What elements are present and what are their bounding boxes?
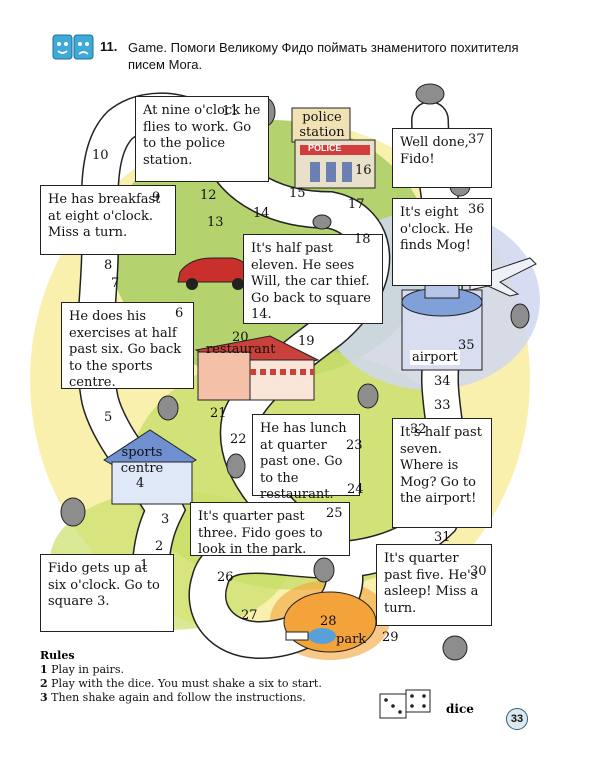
restaurant-label: restaurant <box>206 342 276 357</box>
square-27: 27 <box>241 608 258 623</box>
square-5: 5 <box>104 410 113 425</box>
sports-centre-label: sports centre <box>120 445 164 476</box>
square-28: 28 <box>320 614 337 629</box>
card-30: It's quarter past five. He's asleep! Mis… <box>376 544 492 626</box>
square-26: 26 <box>217 570 234 585</box>
square-31: 31 <box>434 530 451 545</box>
square-22: 22 <box>230 432 247 447</box>
card-1-number: 1 <box>140 558 149 573</box>
square-34: 34 <box>434 374 451 389</box>
card-25: It's quarter past three. Fido goes to lo… <box>190 502 350 557</box>
square-13: 13 <box>207 215 224 230</box>
card-18: It's half past eleven. He sees Will, the… <box>243 234 383 324</box>
square-20: 20 <box>232 330 249 345</box>
card-11-number: 11 <box>222 104 239 119</box>
card-23: He has lunch at quarter past one. Go to … <box>252 414 360 502</box>
card-9: He has breakfast at eight o'clock. Miss … <box>40 185 176 255</box>
square-14: 14 <box>253 206 270 221</box>
theatre-masks-icon <box>52 34 94 60</box>
square-7: 7 <box>111 276 120 291</box>
red-car <box>177 257 253 290</box>
card-25-number: 25 <box>326 506 343 521</box>
card-23-number: 23 <box>346 438 363 453</box>
square-29: 29 <box>382 630 399 645</box>
card-37: Well done, Fido! <box>392 128 492 188</box>
card-6: He does his exercises at half past six. … <box>61 302 194 390</box>
card-37-number: 37 <box>468 132 485 147</box>
card-36-number: 36 <box>468 202 485 217</box>
card-18-number: 18 <box>354 232 371 247</box>
card-11: At nine o'clock he flies to work. Go to … <box>135 96 269 182</box>
exercise-instruction: Game. Помоги Великому Фидо поймать знаме… <box>128 40 519 72</box>
square-19: 19 <box>298 334 315 349</box>
card-9-number: 9 <box>152 190 161 205</box>
card-30-number: 30 <box>470 564 487 579</box>
square-33: 33 <box>434 398 451 413</box>
park-label: park <box>336 632 367 647</box>
card-32: It's half past seven. Where is Mog? Go t… <box>392 418 492 528</box>
square-10: 10 <box>92 148 109 163</box>
square-3: 3 <box>161 512 170 527</box>
police-station-building <box>291 107 376 189</box>
card-32-number: 32 <box>410 422 427 437</box>
police-sign-text: POLICE <box>308 143 342 153</box>
square-2: 2 <box>155 539 164 554</box>
square-16: 16 <box>355 163 372 178</box>
rule-2: 2 Play with the dice. You must shake a s… <box>40 677 322 690</box>
restaurant-building <box>194 335 320 401</box>
square-24: 24 <box>347 482 364 497</box>
card-1: Fido gets up at six o'clock. Go to squar… <box>40 554 174 632</box>
rule-3: 3 Then shake again and follow the instru… <box>40 691 306 704</box>
square-35: 35 <box>458 338 475 353</box>
park-area <box>283 591 377 653</box>
airport-label: airport <box>410 350 460 365</box>
page-number: 33 <box>506 708 528 730</box>
square-15: 15 <box>289 186 306 201</box>
card-36: It's eight o'clock. He finds Mog! <box>392 198 492 286</box>
square-17: 17 <box>348 197 365 212</box>
square-12: 12 <box>200 188 217 203</box>
rule-1: 1 Play in pairs. <box>40 663 124 676</box>
dice-label: dice <box>446 702 474 716</box>
sports-centre-number: 4 <box>136 476 145 491</box>
dice-icon <box>379 689 431 719</box>
square-8: 8 <box>104 258 113 273</box>
exercise-number: 11. <box>100 39 118 54</box>
police-station-label: police station <box>299 110 345 140</box>
aeroplane <box>469 257 537 297</box>
square-21: 21 <box>210 406 227 421</box>
card-6-number: 6 <box>175 306 184 321</box>
rules-heading: Rules <box>40 649 75 662</box>
sports-centre-building <box>103 429 197 505</box>
